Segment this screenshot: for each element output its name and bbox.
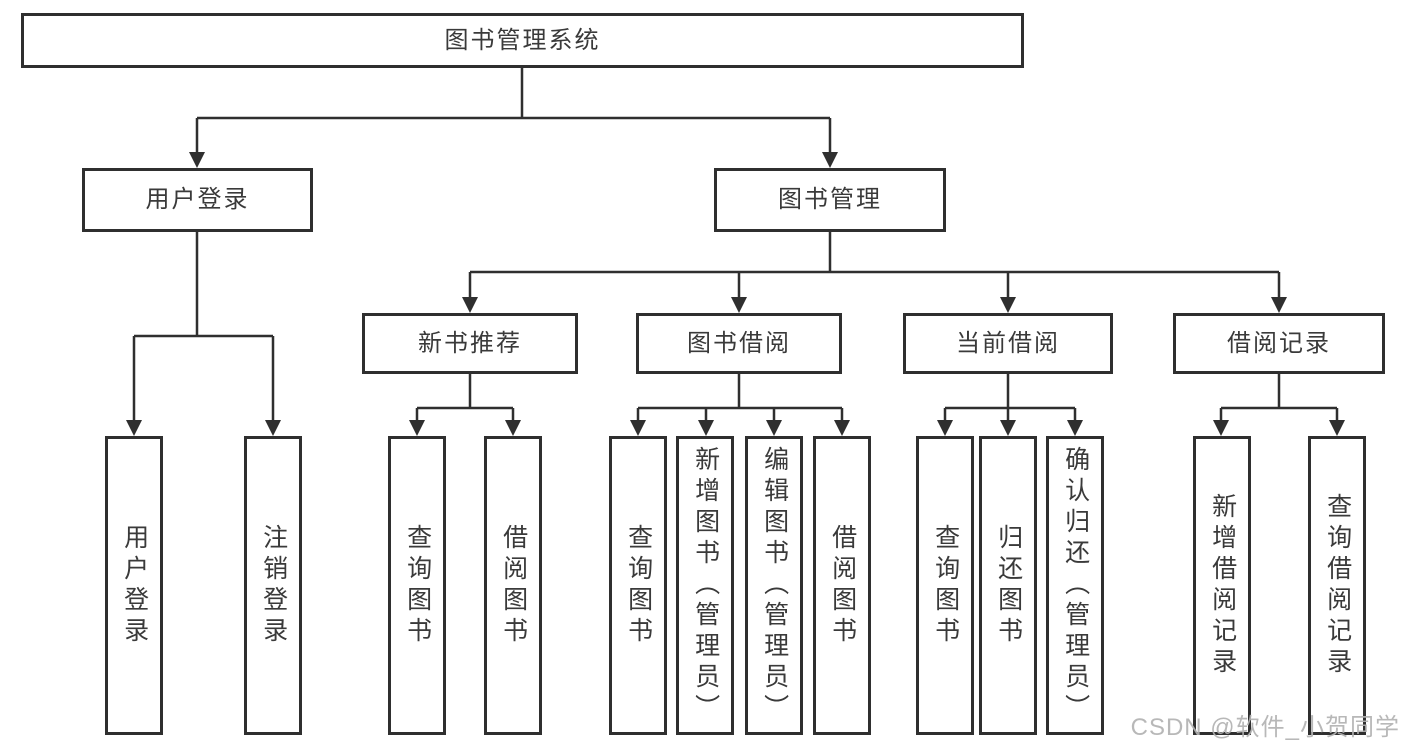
leaf-return-books: 归还图书 [979,436,1037,735]
node-book-borrow: 图书借阅 [636,313,842,374]
leaf-borrow-books-recommend: 借阅图书 [484,436,542,735]
node-library-system: 图书管理系统 [21,13,1024,68]
leaf-logout-login: 注销登录 [244,436,302,735]
leaf-add-books-admin: 新增图书（管理员） [676,436,734,735]
node-new-book-recommend: 新书推荐 [362,313,578,374]
leaf-borrow-books-borrow: 借阅图书 [813,436,871,735]
leaf-confirm-return-admin: 确认归还（管理员） [1046,436,1104,735]
node-current-borrow: 当前借阅 [903,313,1113,374]
leaf-query-books-current: 查询图书 [916,436,974,735]
leaf-query-books-borrow: 查询图书 [609,436,667,735]
leaf-add-borrow-record: 新增借阅记录 [1193,436,1251,735]
node-user-login: 用户登录 [82,168,313,232]
node-book-management: 图书管理 [714,168,946,232]
leaf-query-books-recommend: 查询图书 [388,436,446,735]
leaf-edit-books-admin: 编辑图书（管理员） [745,436,803,735]
leaf-user-login: 用户登录 [105,436,163,735]
node-borrow-records: 借阅记录 [1173,313,1385,374]
leaf-query-borrow-record: 查询借阅记录 [1308,436,1366,735]
